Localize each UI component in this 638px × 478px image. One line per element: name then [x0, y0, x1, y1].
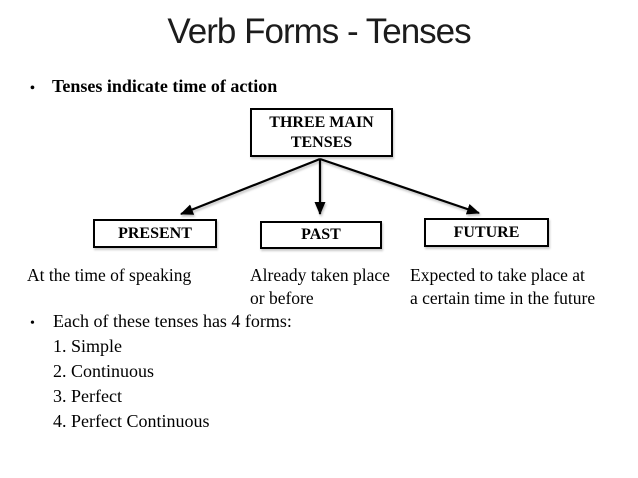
bullet-icon: • — [30, 81, 35, 96]
bullet-line-forms-text: Each of these tenses has 4 forms: — [53, 311, 292, 331]
forms-list: 1. Simple 2. Continuous 3. Perfect 4. Pe… — [53, 334, 209, 434]
node-three-main-tenses: THREE MAIN TENSES — [250, 108, 393, 157]
arrow-to-future — [319, 157, 480, 215]
desc-future-line1: Expected to take place at — [410, 265, 585, 285]
form-item-perfect: 3. Perfect — [53, 386, 122, 406]
node-present: PRESENT — [93, 219, 217, 248]
desc-past: Already taken place or before — [250, 264, 390, 310]
desc-future-line2: a certain time in the future — [410, 288, 596, 308]
form-item-continuous: 2. Continuous — [53, 361, 155, 381]
desc-present-line1: At the time of speaking — [27, 265, 192, 285]
form-item-simple: 1. Simple — [53, 336, 123, 356]
bullet-line-tenses: • Tenses indicate time of action — [30, 76, 277, 99]
bullet-line-tenses-text: Tenses indicate time of action — [52, 76, 278, 96]
arrow-to-present — [180, 157, 321, 216]
root-box-line2: TENSES — [290, 133, 353, 151]
desc-past-line1: Already taken place — [250, 265, 390, 285]
desc-present: At the time of speaking — [27, 264, 191, 287]
root-box-line1: THREE MAIN — [269, 113, 374, 131]
form-item-perfect-continuous: 4. Perfect Continuous — [53, 411, 210, 431]
node-past: PAST — [260, 221, 382, 249]
desc-future: Expected to take place at a certain time… — [410, 264, 595, 310]
bullet-line-forms: • Each of these tenses has 4 forms: — [30, 311, 608, 334]
slide-title: Verb Forms - Tenses — [167, 12, 471, 51]
desc-past-line2: or before — [250, 288, 314, 308]
bullet-icon: • — [30, 316, 35, 331]
node-future: FUTURE — [424, 218, 549, 247]
